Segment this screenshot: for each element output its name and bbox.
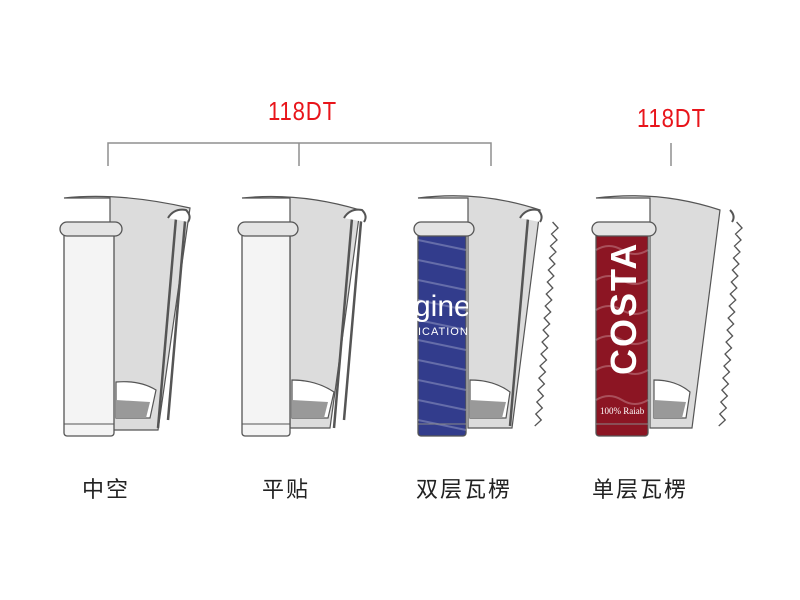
cup-flat bbox=[237, 195, 367, 437]
red-sleeve-tagline: 100% Raiab bbox=[600, 406, 645, 416]
cup-double-corrugated bbox=[413, 195, 559, 437]
cup-single-corrugated bbox=[591, 195, 743, 437]
dimension-label-right: 118DT bbox=[637, 103, 706, 133]
cup-hollow bbox=[59, 195, 191, 437]
blue-sleeve-word: gine bbox=[414, 290, 468, 323]
blue-sleeve-sub: ICATIONS bbox=[418, 326, 468, 338]
cup-label-hollow: 中空 bbox=[82, 478, 131, 503]
cup-label-double-corrugated: 双层瓦楞 bbox=[416, 478, 513, 503]
red-sleeve-brand: COSTA bbox=[603, 241, 644, 375]
bracket-lines bbox=[107, 142, 672, 166]
cup-label-single-corrugated: 单层瓦楞 bbox=[592, 478, 689, 503]
cup-label-flat: 平贴 bbox=[262, 478, 311, 503]
dimension-label-left: 118DT bbox=[268, 96, 337, 126]
